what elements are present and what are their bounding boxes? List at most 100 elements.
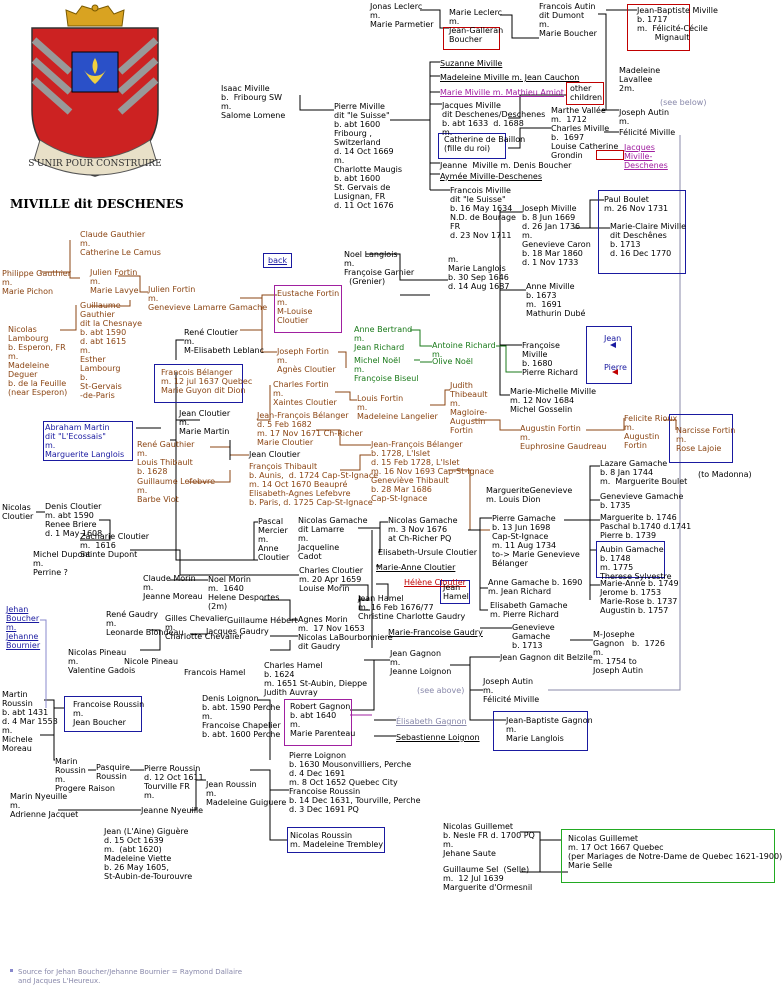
highlight-box <box>566 82 604 105</box>
person-entry: Marie-Michelle Miville m. 12 Nov 1684 Mi… <box>510 387 596 414</box>
connector-line <box>496 345 522 373</box>
connector-line <box>586 418 625 431</box>
person-entry: (to Madonna) <box>698 470 752 479</box>
person-entry: other children <box>570 84 603 102</box>
highlight-box <box>596 541 665 578</box>
person-entry[interactable]: Suzanne Miville <box>440 59 503 68</box>
crown-icon <box>65 5 125 27</box>
connector-line <box>188 470 231 483</box>
person-entry: Pascal Mercier m. Anne Cloutier <box>258 517 290 562</box>
connector-line <box>40 619 47 708</box>
highlight-box <box>274 285 342 333</box>
connector-line <box>269 790 287 841</box>
person-entry: Antoine Richard m. <box>432 341 496 359</box>
connector-line <box>130 549 299 576</box>
connector-line <box>574 199 604 229</box>
connector-line <box>350 659 375 711</box>
person-entry: Marie Leclerc m. Jean-Galleran Boucher <box>449 8 504 44</box>
connector-line <box>468 517 492 531</box>
person-entry: Françoise Miville b. 1680 Pierre Richard <box>522 341 578 377</box>
person-entry: MargueriteGenevieve m. Louis Dion <box>486 486 573 504</box>
connector-line <box>316 429 371 446</box>
person-entry: Paul Boulet m. 26 Nov 1731 <box>604 195 669 213</box>
person-entry[interactable]: Sebastienne Loignon <box>396 733 480 742</box>
person-entry: Gilles Chevalier m. Charlotte Chevalier <box>165 614 243 641</box>
person-entry: Eustache Fortin m. M-Louise Cloutier <box>277 289 340 325</box>
back-link[interactable]: back <box>263 253 293 268</box>
person-entry: Felicite Rioux m. Augustin Fortin <box>624 414 678 450</box>
person-entry: Noel Langlois m. Françoise Garnier (Gren… <box>344 250 415 286</box>
person-entry: Marin Nyeuille m. Adrienne Jacquet <box>10 792 79 819</box>
highlight-box <box>669 414 733 463</box>
connector-line <box>299 95 334 111</box>
person-entry: Jean-François Bélanger b. 1728, L'Islet … <box>371 440 494 503</box>
person-entry: Agnes Morin m. 17 Nov 1653 Nicolas LaBou… <box>298 615 393 651</box>
source-note: Source for Jehan Boucher/Jehanne Bournie… <box>18 968 243 985</box>
connector-line <box>430 389 450 406</box>
connector-line <box>359 596 370 611</box>
highlight-box <box>154 364 243 403</box>
connector-line <box>366 253 448 281</box>
person-entry: Jean-Baptiste Gagnon m. Marie Langlois <box>506 716 593 743</box>
connector-line <box>508 127 551 149</box>
connector-line <box>190 770 197 811</box>
connector-line <box>500 14 539 39</box>
person-entry: Jean <box>604 334 622 343</box>
connector-line <box>508 94 566 119</box>
person-entry: Denis Cloutier m. abt 1590 Renee Briere … <box>45 502 103 538</box>
person-entry[interactable]: Madeleine Miville m. Jean Cauchon <box>440 73 580 82</box>
connector-line <box>90 300 131 307</box>
person-entry: Pierre Loignon b. 1630 Mousonvilliers, P… <box>289 751 421 814</box>
person-entry[interactable]: Élisabeth Gagnon <box>396 717 467 726</box>
connector-line <box>175 440 258 561</box>
person-entry[interactable]: Marie-Francoise Gaudry <box>388 628 483 637</box>
person-entry[interactable]: Aymée Miville-Deschenes <box>440 172 542 181</box>
connector-line <box>376 583 389 600</box>
person-entry: Nicolas Roussin m. Madeleine Trembley <box>290 831 384 849</box>
person-entry: Marin Roussin m. Progere Raison <box>55 757 115 793</box>
person-entry: Marguerite b. 1746 Paschal b.1740 d.1741… <box>600 513 692 540</box>
motto: S'UNIR POUR CONSTRUIRE <box>28 159 162 169</box>
highlight-box <box>287 827 385 853</box>
highlight-box <box>440 580 470 604</box>
person-entry: Michel Noël m. Françoise Biseul <box>354 356 419 383</box>
connector-line <box>338 351 347 368</box>
person-entry: Félicité Miville <box>619 128 676 137</box>
person-entry[interactable]: Marie-Anne Cloutier <box>376 563 456 572</box>
person-entry: Zacharie Cloutier m. 1616 Sainte Dupont <box>80 532 150 559</box>
person-entry: Julien Fortin m. Genevieve Lamarre Gamac… <box>148 285 268 312</box>
person-entry: Elisabeth Gamache m. Pierre Richard <box>490 601 568 619</box>
person-entry: Catherine de Baillon (fille du roi) <box>444 135 526 153</box>
person-entry: Louis Fortin m. Madeleine Langelier <box>357 394 438 421</box>
connector-line <box>420 9 449 29</box>
person-entry: Jacques Gaudry <box>206 627 269 636</box>
person-entry: Jeanne Nyeuille <box>141 806 204 815</box>
connector-line <box>390 61 440 121</box>
person-entry: Nicolas Guillemet b. Nesle FR d. 1700 PQ… <box>443 822 535 858</box>
person-entry: Augustin Fortin m. Euphrosine Gaudreau <box>520 424 607 451</box>
connector-line <box>261 295 277 353</box>
person-entry: Claude Gauthier m. Catherine Le Camus <box>80 230 161 257</box>
person-entry: Anne Bertrand m. Jean Richard <box>354 325 413 352</box>
person-entry[interactable]: Hélène Cloutier <box>404 578 466 587</box>
person-entry[interactable]: Jehan Boucher m. Jehanne Bournier <box>6 605 41 650</box>
person-entry: Lazare Gamache b. 8 Jan 1744 m. Margueri… <box>600 459 688 486</box>
connector-line <box>499 210 510 396</box>
person-entry: Julien Fortin m. Marie Lavye <box>90 268 139 295</box>
person-entry: Nicolas Guillemet m. 17 Oct 1667 Quebec … <box>568 834 783 870</box>
person-entry: Pasquire Roussin <box>96 763 130 781</box>
page-title: MIVILLE dit DESCHENES <box>10 197 184 211</box>
connector-line <box>335 391 357 401</box>
person-entry: Nicolas Pineau m. Valentine Gadois <box>68 648 136 675</box>
person-entry: Michel Dupont m. Perrine ? <box>33 550 91 577</box>
connector-line <box>664 419 677 430</box>
connector-line <box>80 519 111 541</box>
connector-line <box>60 305 77 331</box>
person-entry[interactable]: Marie Miville m. Mathieu Amiot <box>440 88 564 97</box>
connector-line <box>258 699 271 760</box>
coat-of-arms: S'UNIR POUR CONSTRUIRE <box>28 4 162 177</box>
highlight-box <box>561 829 775 883</box>
person-entry: Jean Cloutier m. Marie Martin <box>179 409 231 436</box>
person-entry: Aubin Gamache b. 1748 m. 1775 Therese Sy… <box>600 545 672 581</box>
person-entry[interactable]: Jacques Miville- Deschenes <box>624 143 668 170</box>
